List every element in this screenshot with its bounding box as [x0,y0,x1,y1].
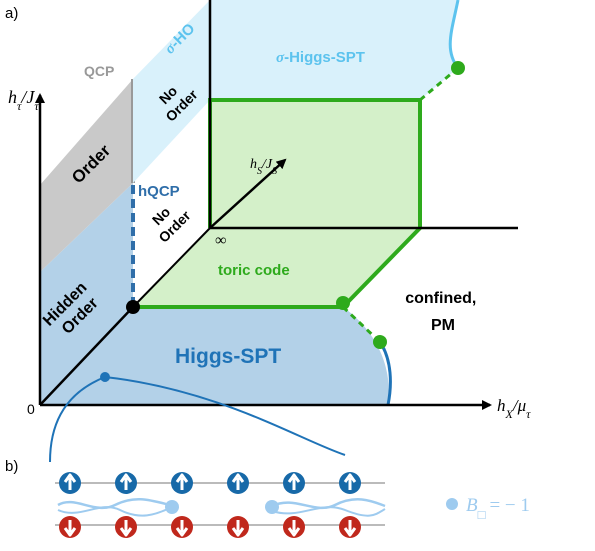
z-axis-label: hS/JS [250,157,277,177]
toric-code-plane-bottom [133,228,420,307]
string-right-2 [271,506,386,517]
order-region [40,79,133,272]
legend-label: B□= − 1 [466,495,530,522]
spin-down-arrow-2 [119,520,133,537]
infinity-label: ∞ [215,232,226,249]
diagonal-axis [39,306,134,406]
higgs-boundary-point [373,335,387,349]
panel-b-label: b) [5,458,18,475]
qcp-label: QCP [84,63,114,79]
higgs-spt-label: Higgs-SPT [175,345,281,368]
string-right [271,498,386,510]
toric-code-label: toric code [218,262,290,279]
toric-corner-point [336,296,350,310]
legend-marker [446,498,458,510]
panel-a-label: a) [5,5,18,22]
spin-up-arrow-2 [119,473,133,490]
x-axis-label: hX/μτ [497,396,531,421]
no-order-front-label: No Order [143,195,194,246]
zoom-connector-left [49,376,106,463]
spin-lattice [55,472,386,538]
zoom-connector-right [104,376,346,456]
spin-up-arrow-6 [343,473,357,490]
spin-up-arrow-1 [63,473,77,490]
origin-label: 0 [27,401,35,417]
z-axis [209,158,287,229]
string-left [57,498,171,510]
hqcp-label: hQCP [138,183,180,200]
confined-pm-label: confined, PM [405,290,481,334]
sigma-higgs-dashed [419,66,459,102]
toric-code-plane-top [210,100,420,228]
sigma-higgs-boundary-point [451,61,465,75]
spin-up-arrow-4 [231,473,245,490]
diagonal-axis-back [132,227,211,308]
sigma-higgs-spt-region [210,0,420,100]
string-left-2 [57,506,171,517]
plaquette-defect-right [265,500,279,514]
spin-down-arrow-4 [231,520,245,537]
hidden-order-region [40,183,133,405]
higgs-dashed [341,305,382,344]
spin-up-arrow-5 [287,473,301,490]
plaquette-defect-left [165,500,179,514]
spin-down-arrow-1 [63,520,77,537]
y-axis-label: hτ/Jτ [8,87,39,113]
sigma-ho-region [133,0,210,183]
spin-down-arrow-6 [343,520,357,537]
sigma-higgs-spt-label: σ-Higgs-SPT [276,49,365,66]
spin-down-arrow-3 [175,520,189,537]
multicritical-point [126,300,140,314]
spin-up-arrow-3 [175,473,189,490]
spin-down-arrow-5 [287,520,301,537]
